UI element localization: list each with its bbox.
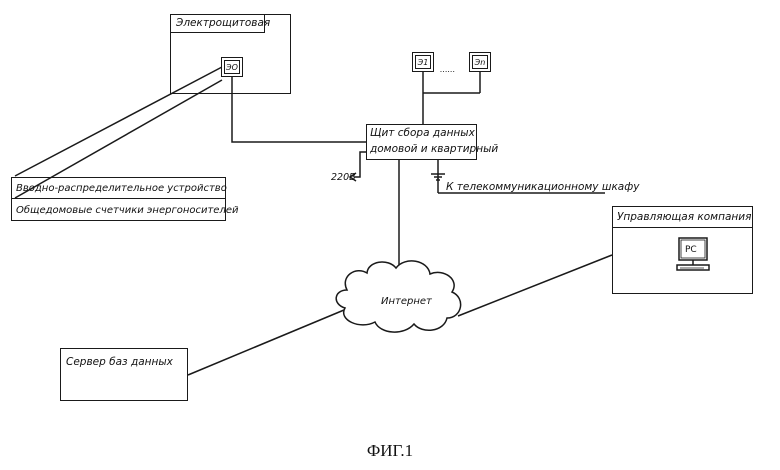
management-company-title: Управляющая компания — [617, 211, 751, 223]
en-meter-label: Эn — [472, 55, 488, 69]
e1-meter-label: Э1 — [415, 55, 431, 69]
pc-label: PC — [685, 244, 697, 256]
wire-internet-to-db — [188, 310, 344, 375]
collection-panel-line2: домовой и квартирный — [370, 143, 498, 155]
e1-meter: Э1 — [412, 52, 434, 72]
db-server-label: Сервер баз данных — [66, 356, 173, 368]
legend-row2: Общедомовые счетчики энергоносителей — [16, 205, 239, 217]
eo-meter: ЭО — [221, 57, 243, 77]
collection-panel-line1: Щит сбора данных — [370, 127, 475, 139]
electrical-room-title: Электрощитовая — [176, 17, 270, 29]
meters-ellipsis: ...... — [440, 64, 455, 76]
eo-meter-label: ЭО — [224, 60, 240, 74]
internet-label: Интернет — [381, 296, 432, 308]
wire-internet-to-company — [458, 255, 612, 316]
legend-row1: Вводно-распределительное устройство — [16, 183, 227, 195]
legend-divider — [11, 198, 226, 199]
en-meter: Эn — [469, 52, 491, 72]
telecom-label: К телекоммуникационному шкафу — [446, 181, 639, 193]
power-label: 220В — [331, 172, 356, 184]
figure-caption: ФИГ.1 — [0, 441, 780, 461]
